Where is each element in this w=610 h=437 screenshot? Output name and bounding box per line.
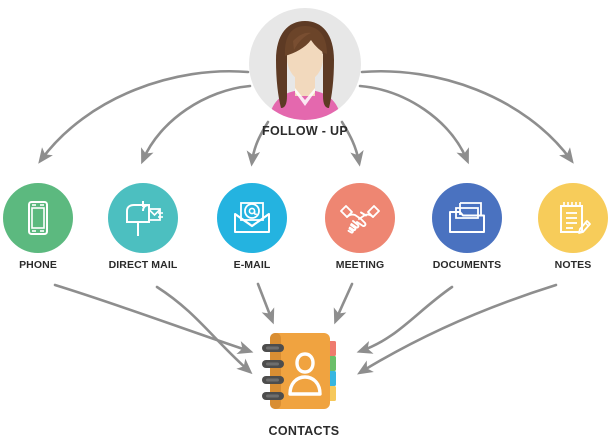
- arrow-email-to-contacts: [256, 282, 275, 325]
- channel-direct-mail-label: DIRECT MAIL: [108, 259, 178, 271]
- handshake-icon: [340, 205, 380, 234]
- folder-documents-icon: [449, 202, 485, 233]
- avatar-background-circle: [249, 8, 361, 120]
- channel-documents[interactable]: [432, 183, 502, 253]
- envelope-at-sign-icon: [234, 202, 270, 233]
- contacts-label: CONTACTS: [268, 424, 340, 437]
- contacts-address-book-icon: [262, 333, 336, 409]
- followup-label: FOLLOW - UP: [262, 124, 348, 138]
- channel-direct-mail[interactable]: [108, 183, 178, 253]
- arrow-meeting-to-contacts: [333, 282, 354, 325]
- channel-meeting[interactable]: [325, 183, 395, 253]
- channel-phone[interactable]: [3, 183, 73, 253]
- mobile-phone-icon: [28, 201, 48, 235]
- channel-documents-label: DOCUMENTS: [432, 259, 502, 271]
- arrow-followup-to-documents: [358, 84, 469, 165]
- arrow-followup-to-direct-mail: [141, 84, 252, 165]
- arrow-followup-to-notes: [360, 69, 574, 164]
- contacts-book[interactable]: [258, 327, 350, 415]
- arrow-documents-to-contacts: [356, 285, 454, 354]
- woman-avatar-icon: [269, 21, 341, 120]
- channel-notes[interactable]: [538, 183, 608, 253]
- arrow-followup-to-phone: [38, 69, 250, 164]
- followup-avatar: [249, 8, 361, 120]
- arrow-phone-to-contacts: [53, 283, 254, 354]
- channel-phone-label: PHONE: [19, 259, 57, 271]
- arrow-notes-to-contacts: [357, 283, 558, 375]
- notepad-pencil-icon: [560, 202, 591, 234]
- channel-notes-label: NOTES: [554, 259, 592, 271]
- arrow-direct-mail-to-contacts: [155, 285, 253, 375]
- mailbox-icon: [126, 201, 163, 236]
- channel-email-label: E-MAIL: [233, 259, 271, 271]
- channel-meeting-label: MEETING: [335, 259, 385, 271]
- channel-email[interactable]: [217, 183, 287, 253]
